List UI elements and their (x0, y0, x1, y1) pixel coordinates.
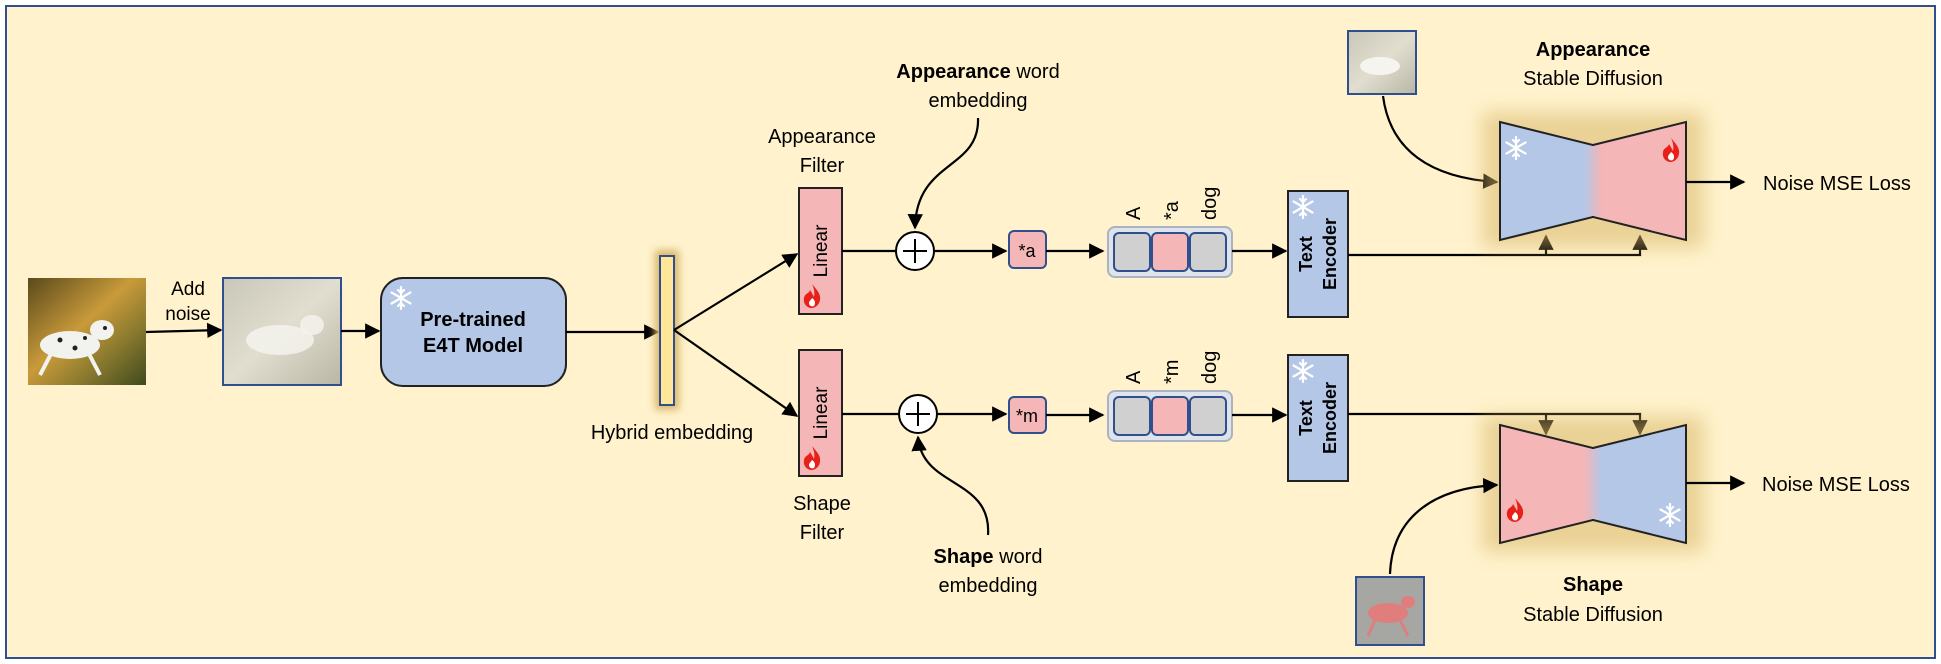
shape-sd-title: Shape Stable Diffusion (1523, 574, 1663, 626)
svg-text:Shape: Shape (1563, 574, 1623, 596)
appearance-word-embedding-label: Appearance word embedding (896, 61, 1059, 112)
appearance-text-encoder: Text Encoder (1287, 190, 1349, 318)
svg-text:Shape word: Shape word (934, 546, 1043, 568)
svg-text:Linear: Linear (811, 386, 832, 439)
appearance-plus-node (895, 231, 935, 271)
arrow-hybrid-to-shape (673, 329, 799, 417)
svg-text:Linear: Linear (811, 224, 832, 277)
appearance-sd-title: Appearance Stable Diffusion (1523, 39, 1663, 90)
svg-text:Encoder: Encoder (1320, 218, 1340, 290)
svg-text:Text: Text (1296, 236, 1316, 272)
svg-text:Pre-trained: Pre-trained (420, 309, 526, 331)
svg-text:embedding: embedding (929, 90, 1028, 112)
svg-text:embedding: embedding (939, 575, 1038, 597)
svg-text:Filter: Filter (800, 522, 845, 544)
token-m: *m (1008, 396, 1047, 434)
noisy-dog-image (222, 277, 342, 386)
shape-word-embedding-label: Shape word embedding (934, 546, 1043, 597)
shape-text-encoder: Text Encoder (1287, 354, 1349, 482)
svg-text:*m: *m (1161, 360, 1183, 384)
svg-text:*a: *a (1161, 200, 1183, 220)
svg-text:Appearance: Appearance (768, 126, 876, 148)
svg-text:Stable Diffusion: Stable Diffusion (1523, 68, 1663, 90)
svg-text:A: A (1123, 206, 1145, 220)
shape-plus-node (898, 394, 938, 434)
svg-text:A: A (1123, 370, 1145, 384)
appearance-loss-label: Noise MSE Loss (1763, 173, 1911, 195)
svg-text:noise: noise (165, 304, 210, 325)
shape-linear-filter: Linear (798, 349, 843, 477)
appearance-reference-image (1347, 30, 1417, 95)
svg-text:Shape: Shape (793, 493, 851, 515)
shape-unet (1482, 416, 1704, 552)
svg-text:Stable Diffusion: Stable Diffusion (1523, 604, 1663, 626)
svg-text:Add: Add (171, 279, 205, 300)
arrow-hybrid-to-appearance (673, 253, 799, 331)
svg-text:Filter: Filter (800, 155, 845, 177)
appearance-prompt: A *a dog (1107, 187, 1233, 278)
arrow-shape-word-embedding (911, 435, 990, 536)
svg-text:Appearance: Appearance (1536, 39, 1651, 61)
shape-loss-label: Noise MSE Loss (1762, 474, 1910, 496)
svg-text:*a: *a (1018, 241, 1036, 261)
hybrid-embedding-label: Hybrid embedding (591, 422, 753, 444)
add-noise-label: Add noise (165, 279, 210, 325)
svg-text:*m: *m (1016, 406, 1038, 426)
svg-text:dog: dog (1199, 187, 1221, 220)
appearance-linear-filter: Linear (798, 187, 843, 315)
hybrid-embedding (655, 250, 679, 410)
svg-text:dog: dog (1199, 351, 1221, 384)
arrow-appearance-word-embedding (907, 117, 980, 230)
e4t-model-block: Pre-trained E4T Model (380, 277, 567, 387)
svg-text:Text: Text (1296, 400, 1316, 436)
token-a: *a (1008, 230, 1047, 269)
svg-text:Encoder: Encoder (1320, 382, 1340, 454)
arrow-input-to-noisy (145, 322, 223, 339)
shape-reference-image (1355, 576, 1425, 646)
shape-prompt: A *m dog (1107, 351, 1233, 442)
svg-text:Appearance word: Appearance word (896, 61, 1059, 83)
arrow-appearance-image-to-unet (1381, 95, 1499, 189)
shape-filter-label: Shape Filter (793, 493, 851, 544)
appearance-unet (1482, 112, 1704, 248)
appearance-filter-label: Appearance Filter (768, 126, 876, 177)
input-dog-image (28, 278, 146, 385)
svg-text:E4T Model: E4T Model (423, 335, 523, 357)
arrow-shape-image-to-unet (1388, 477, 1499, 575)
